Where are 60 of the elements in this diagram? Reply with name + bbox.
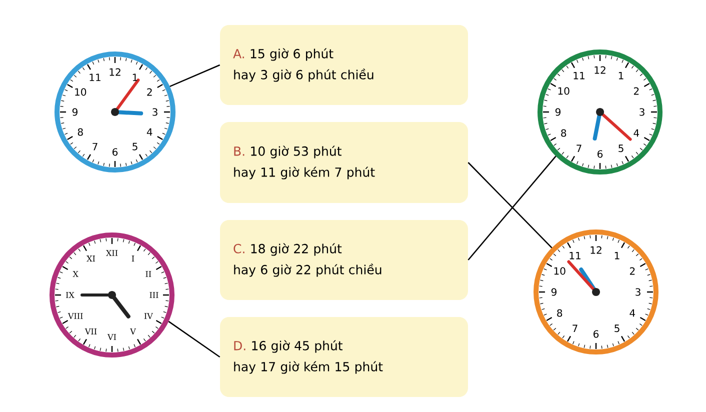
clock-numeral: 2 xyxy=(634,87,639,95)
clock-drawing xyxy=(538,50,662,174)
clock-numeral: XI xyxy=(86,256,95,262)
clock-numeral: 3 xyxy=(640,108,644,116)
clock-numeral: X xyxy=(72,271,78,277)
clock-numeral: VI xyxy=(107,334,116,340)
clock-numeral: 11 xyxy=(90,74,100,82)
clock-numeral: 5 xyxy=(618,144,624,152)
connector-line xyxy=(468,162,552,248)
clock-numeral: 1 xyxy=(614,252,620,260)
connector-line xyxy=(170,64,220,88)
clock-numeral: 9 xyxy=(555,108,560,116)
clock-numeral: 8 xyxy=(557,309,562,317)
clock-numeral: 3 xyxy=(636,288,640,296)
clock-numeral: 7 xyxy=(572,324,578,332)
connector-line xyxy=(168,320,220,358)
clock-numeral: IV xyxy=(144,313,153,319)
clock-numeral: II xyxy=(146,271,152,277)
clock-numeral: 8 xyxy=(78,128,83,136)
clock-numeral: 2 xyxy=(147,88,152,96)
clock-drawing xyxy=(54,52,176,172)
clock-numeral: V xyxy=(130,328,136,334)
answer-box: A. 15 giờ 6 phút hay 3 giờ 6 phút chiều xyxy=(220,25,468,105)
clock-numeral: 10 xyxy=(75,88,86,96)
clock-numeral: 10 xyxy=(558,87,570,95)
clock-numeral: 9 xyxy=(72,108,78,116)
clock-drawing xyxy=(534,230,658,354)
clock-numeral: 7 xyxy=(576,144,582,152)
answer-box: B. 10 giờ 53 phút hay 11 giờ kém 7 phút xyxy=(220,122,468,203)
clock-numeral: 5 xyxy=(614,324,620,332)
clock-numeral: I xyxy=(132,256,134,262)
clock-numeral: 12 xyxy=(590,246,602,254)
clock-numeral: 6 xyxy=(594,330,599,338)
connector-line xyxy=(468,156,556,260)
clock-numeral: 9 xyxy=(551,288,556,296)
clock-numeral: 4 xyxy=(630,309,636,317)
clock-numeral: XII xyxy=(106,250,118,256)
clock-numeral: 6 xyxy=(598,150,603,158)
clock-numeral: 11 xyxy=(570,252,580,260)
answer-box: D. 16 giờ 45 phút hay 17 giờ kém 15 phút xyxy=(220,317,468,397)
clock-numeral: VII xyxy=(84,328,97,334)
clock-numeral: 10 xyxy=(554,267,566,275)
clock-numeral: 11 xyxy=(574,72,584,80)
clock-numeral: 7 xyxy=(92,142,98,150)
clock-numeral: 2 xyxy=(630,267,635,275)
clock-numeral: 12 xyxy=(110,68,120,76)
clock-numeral: 12 xyxy=(594,66,606,74)
clock-numeral: III xyxy=(150,292,158,298)
clock-numeral: 1 xyxy=(132,74,138,82)
clock-numeral: 3 xyxy=(152,108,158,116)
clock-drawing xyxy=(50,232,174,358)
clock-numeral: 6 xyxy=(112,148,118,156)
clock-numeral: 4 xyxy=(634,129,640,137)
clock-numeral: IX xyxy=(66,292,74,298)
clock-numeral: 8 xyxy=(561,129,566,137)
clock-numeral: 4 xyxy=(146,128,152,136)
clock-numeral: VIII xyxy=(68,313,83,319)
answer-box: C. 18 giờ 22 phút hay 6 giờ 22 phút chiều xyxy=(220,220,468,300)
clock-numeral: 1 xyxy=(618,72,624,80)
clock-numeral: 5 xyxy=(132,142,138,150)
